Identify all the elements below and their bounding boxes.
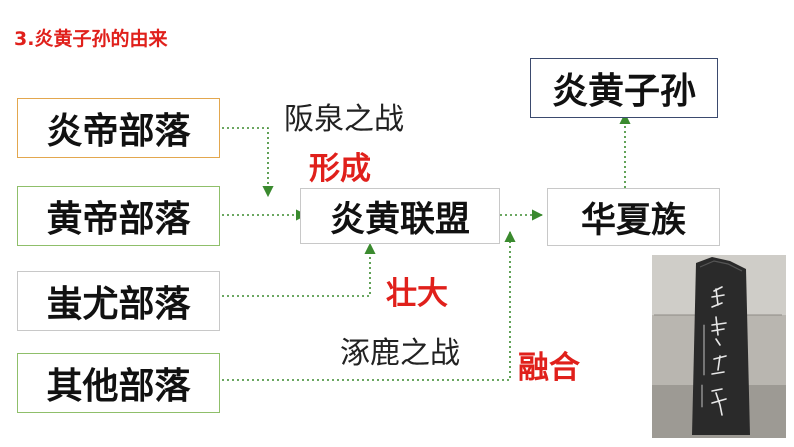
tribe-others: 其他部落 bbox=[17, 353, 220, 413]
arrow-chiyou-to-alliance bbox=[222, 244, 370, 296]
label-banquan-battle: 阪泉之战 bbox=[284, 94, 404, 138]
label-merged: 融合 bbox=[518, 342, 580, 387]
alliance-box: 炎黄联盟 bbox=[300, 188, 500, 244]
stele-photo bbox=[652, 255, 786, 438]
tribe-chiyou: 蚩尤部落 bbox=[17, 271, 220, 331]
huaxia-box: 华夏族 bbox=[547, 188, 720, 246]
label-grew: 壮大 bbox=[386, 268, 448, 313]
label-zhuolu-battle: 涿鹿之战 bbox=[340, 328, 460, 372]
label-formed: 形成 bbox=[309, 143, 371, 188]
tribe-yandi: 炎帝部落 bbox=[17, 98, 220, 158]
descendants-box: 炎黄子孙 bbox=[530, 58, 718, 118]
arrow-yandi-to-alliance bbox=[222, 128, 268, 196]
tribe-huangdi: 黄帝部落 bbox=[17, 186, 220, 246]
